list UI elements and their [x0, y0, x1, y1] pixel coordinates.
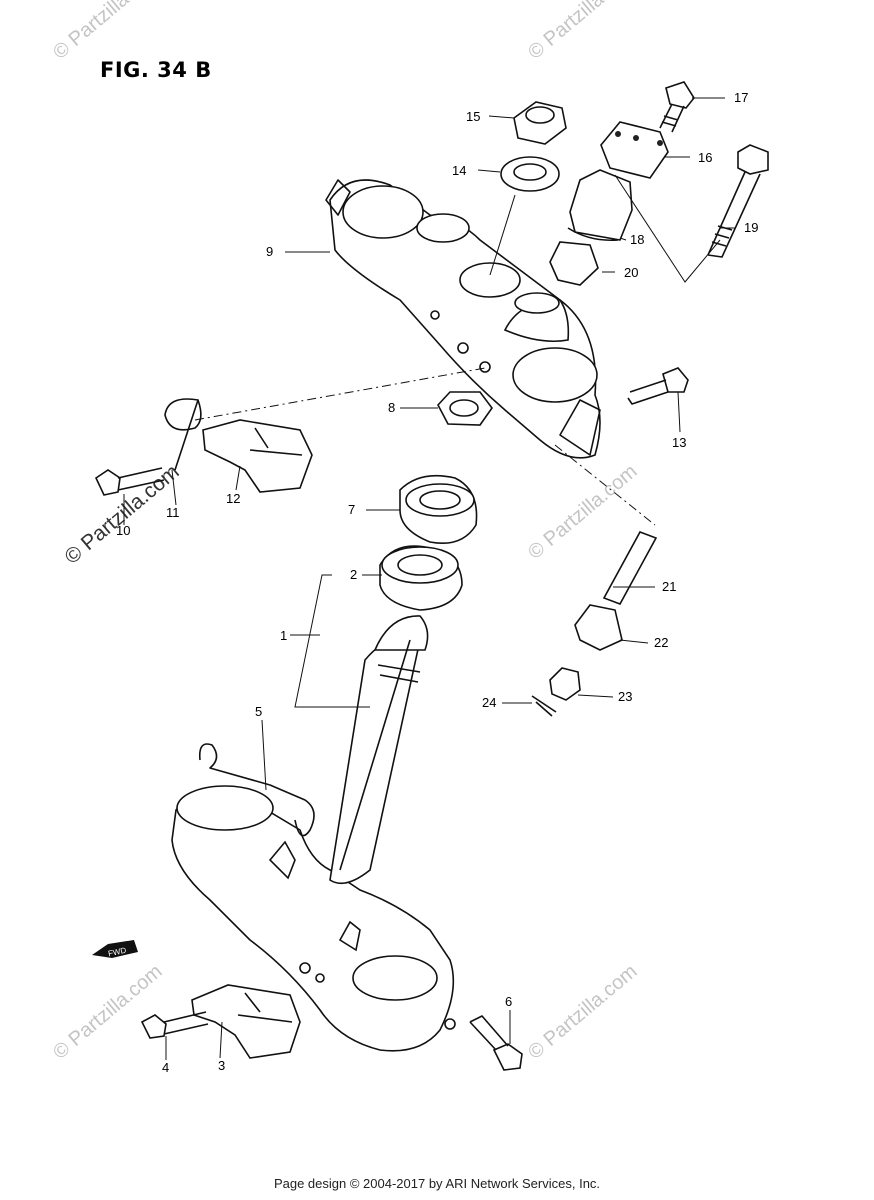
forward-arrow-label: FWD [107, 946, 127, 959]
callout-7: 7 [348, 502, 355, 517]
clamp-part-3[interactable] [191, 984, 301, 1059]
bolt-part-10[interactable] [94, 467, 165, 496]
cushion-part-22[interactable] [574, 604, 623, 651]
nut-part-15[interactable] [513, 101, 567, 145]
pin-part-21[interactable] [602, 531, 658, 605]
assembly-line [194, 367, 486, 421]
assembly-bracket-line [614, 174, 721, 283]
leader-lines [123, 97, 736, 1060]
forward-arrow-icon: FWD [92, 940, 138, 958]
callout-labels: 1 2 3 4 5 6 7 8 9 10 11 12 13 14 15 16 1… [116, 90, 758, 1075]
holder-part-18[interactable] [567, 169, 633, 242]
callout-10: 10 [116, 523, 130, 538]
callout-11: 11 [166, 505, 180, 520]
bearing-part-2[interactable] [379, 545, 463, 611]
callout-14: 14 [452, 163, 466, 178]
bearing-part-7[interactable] [399, 474, 478, 544]
callout-3: 3 [218, 1058, 225, 1073]
watermark: © Partzilla.com [49, 0, 166, 64]
callout-22: 22 [654, 635, 668, 650]
callout-4: 4 [162, 1060, 169, 1075]
lower-bracket-steering-stem[interactable] [171, 615, 456, 1052]
bolt-part-4[interactable] [140, 1011, 209, 1039]
bolt-part-13[interactable] [627, 367, 689, 405]
callout-6: 6 [505, 994, 512, 1009]
watermark: © Partzilla.com [524, 460, 641, 563]
callout-15: 15 [466, 109, 480, 124]
callout-19: 19 [744, 220, 758, 235]
callout-2: 2 [350, 567, 357, 582]
bolt-part-6[interactable] [469, 1015, 523, 1071]
clamp-part-12[interactable] [202, 419, 313, 493]
callout-17: 17 [734, 90, 748, 105]
callout-20: 20 [624, 265, 638, 280]
callout-1: 1 [280, 628, 287, 643]
watermark: © Partzilla.com [524, 0, 641, 64]
callout-9: 9 [266, 244, 273, 259]
bolt-part-17[interactable] [659, 81, 695, 133]
callout-21: 21 [662, 579, 676, 594]
callout-16: 16 [698, 150, 712, 165]
callout-18: 18 [630, 232, 644, 247]
figure-title: FIG. 34 B [100, 58, 212, 82]
callout-12: 12 [226, 491, 240, 506]
callout-8: 8 [388, 400, 395, 415]
callout-5: 5 [255, 704, 262, 719]
page-footer: Page design © 2004-2017 by ARI Network S… [273, 1176, 601, 1191]
assembly-line [554, 444, 656, 526]
watermark: © Partzilla.com [524, 960, 641, 1063]
callout-13: 13 [672, 435, 686, 450]
wire-part-5[interactable] [198, 743, 315, 837]
handlebar-holder-part-16[interactable] [600, 121, 669, 179]
nut-part-23[interactable] [549, 667, 581, 701]
callout-23: 23 [618, 689, 632, 704]
nut-part-8[interactable] [437, 391, 493, 426]
wire-part-11[interactable] [164, 398, 202, 471]
cushion-part-20[interactable] [549, 241, 599, 286]
upper-bracket-part-9[interactable] [325, 179, 601, 459]
washer-part-14[interactable] [500, 156, 560, 192]
cotter-pin-part-24[interactable] [531, 695, 557, 717]
watermark: © Partzilla.com [49, 960, 166, 1063]
callout-24: 24 [482, 695, 496, 710]
bolt-part-19[interactable] [707, 144, 769, 258]
